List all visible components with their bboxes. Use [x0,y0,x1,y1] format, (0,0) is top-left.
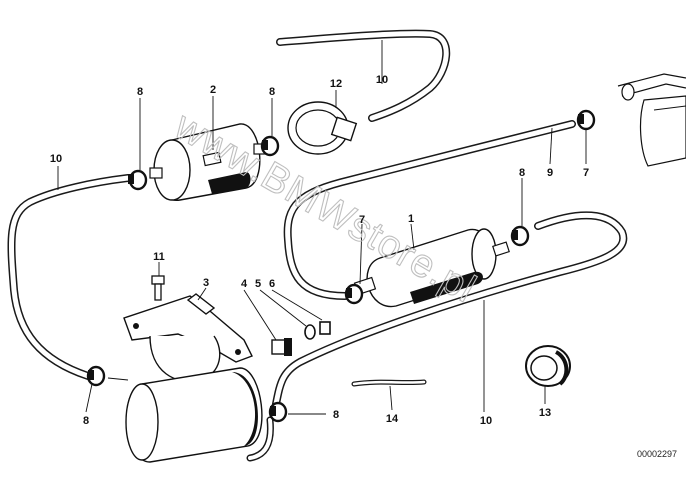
grommet [525,345,571,387]
hose-left-loop [7,174,132,380]
callout-4: 4 [241,278,248,290]
callout-6: 6 [269,278,275,290]
washer [304,324,316,340]
hose-clamp [576,109,596,131]
engine-fragment [617,73,686,167]
callout-5: 5 [255,278,261,290]
bolt [151,275,165,301]
diagram-reference-number: 00002297 [637,449,677,459]
callout-8: 8 [519,167,525,179]
callout-8: 8 [137,86,143,98]
hose-top-loop [276,29,451,122]
callout-8: 8 [333,409,339,421]
callout-13: 13 [539,407,551,419]
callout-10: 10 [50,153,62,165]
rubber-mount [271,338,292,356]
hose-right-return [272,211,628,408]
hose-clamp [268,401,288,423]
callout-3: 3 [203,277,209,289]
short-hose [351,379,427,387]
hose-clamp [86,365,106,387]
hose-clamp [344,283,364,305]
callout-12: 12 [330,78,342,90]
hose-clamp [128,169,148,191]
fuel-filter [149,123,267,201]
leader-lines [57,40,587,415]
callout-8: 8 [269,86,275,98]
callout-2: 2 [210,84,216,96]
callout-10: 10 [376,74,388,86]
pressure-accumulator [107,367,263,463]
callout-8: 8 [83,415,89,427]
hose-tank-outlet [246,416,274,462]
mounting-bracket [123,293,253,382]
hose-clamp [510,225,530,247]
callout-14: 14 [386,413,399,425]
hose-clamp [260,135,280,157]
callout-11: 11 [153,251,165,263]
fuel-pump [353,228,510,308]
callout-1: 1 [408,213,414,225]
hex-nut [319,321,331,335]
callout-10: 10 [480,415,492,427]
callout-9: 9 [547,167,553,179]
callout-7: 7 [583,167,589,179]
hose-middle-s [283,120,576,300]
filter-mount-ring [287,101,358,155]
watermark: www.BMWstore.pl [167,103,484,311]
callout-7: 7 [359,214,365,226]
